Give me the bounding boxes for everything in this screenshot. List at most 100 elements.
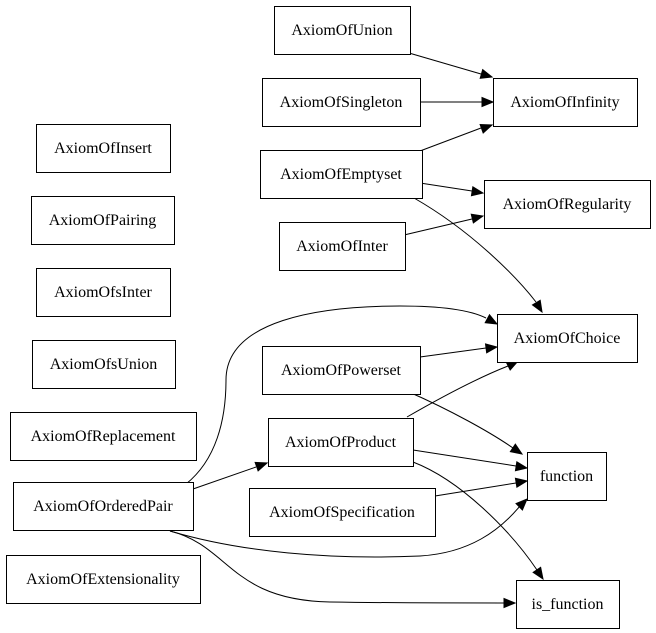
node-insert: AxiomOfInsert	[36, 124, 171, 173]
node-pairing: AxiomOfPairing	[31, 196, 175, 245]
arrowhead-icon	[479, 123, 494, 134]
edge-emptyset-to-infinity	[419, 123, 494, 152]
arrowhead-icon	[479, 68, 494, 79]
node-box	[484, 180, 651, 229]
arrowhead-icon	[470, 213, 485, 224]
arrowhead-icon	[254, 461, 269, 472]
node-label: AxiomOfSingleton	[280, 94, 403, 111]
edge-specification-to-function	[434, 477, 529, 497]
node-box	[249, 488, 436, 537]
edge-powerset-to-choice	[419, 343, 499, 358]
edge-line	[419, 127, 482, 152]
node-label: AxiomOfRegularity	[503, 196, 632, 213]
edge-line	[192, 466, 257, 490]
node-label: AxiomOfProduct	[285, 434, 397, 451]
edge-orderedpair-to-product	[192, 461, 269, 490]
node-label: AxiomOfsUnion	[50, 356, 158, 373]
edge-line	[408, 52, 482, 75]
node-box	[262, 78, 421, 127]
node-box	[274, 6, 411, 55]
node-box	[516, 580, 620, 629]
edge-union-to-infinity	[408, 52, 494, 79]
edge-emptyset-to-choice	[413, 197, 543, 314]
node-label: AxiomOfsInter	[54, 284, 152, 301]
node-box	[260, 150, 423, 199]
node-label: AxiomOfInter	[296, 238, 388, 255]
edge-line	[408, 391, 514, 449]
node-orderedpair: AxiomOfOrderedPair	[13, 482, 194, 531]
node-sunion: AxiomOfsUnion	[32, 340, 176, 389]
arrowhead-icon	[514, 461, 529, 472]
node-emptyset: AxiomOfEmptyset	[260, 150, 423, 199]
node-label: is_function	[532, 596, 604, 613]
node-regularity: AxiomOfRegularity	[484, 180, 651, 229]
arrowhead-icon	[514, 477, 529, 489]
edge-line	[406, 365, 509, 418]
edge-line	[419, 347, 487, 358]
arrowhead-icon	[484, 343, 499, 354]
node-label: AxiomOfInfinity	[510, 94, 619, 111]
node-sinter: AxiomOfsInter	[36, 268, 171, 317]
arrowhead-icon	[484, 313, 499, 325]
node-label: AxiomOfInsert	[54, 140, 152, 157]
node-label: AxiomOfExtensionality	[26, 571, 180, 588]
edge-inter-to-regularity	[403, 213, 485, 236]
edge-line	[169, 530, 505, 604]
node-box	[268, 418, 414, 467]
node-label: AxiomOfEmptyset	[280, 166, 402, 183]
node-inter: AxiomOfInter	[279, 222, 406, 271]
edge-emptyset-to-regularity	[419, 182, 485, 197]
node-box	[493, 78, 638, 127]
node-box	[32, 340, 176, 389]
node-product: AxiomOfProduct	[268, 418, 414, 467]
node-is-function: is_function	[516, 580, 620, 629]
node-replacement: AxiomOfReplacement	[10, 412, 197, 461]
graph-edges	[169, 52, 544, 609]
edge-orderedpair-to-is_function	[169, 530, 517, 609]
node-box	[6, 555, 201, 604]
node-union: AxiomOfUnion	[274, 6, 411, 55]
node-extensionality: AxiomOfExtensionality	[6, 555, 201, 604]
arrowhead-icon	[503, 597, 517, 609]
node-box	[31, 196, 175, 245]
node-box	[13, 482, 194, 531]
node-box	[497, 314, 638, 363]
node-label: function	[540, 468, 593, 485]
edge-orderedpair-to-choice	[185, 305, 499, 485]
arrowhead-icon	[532, 566, 544, 581]
node-label: AxiomOfOrderedPair	[33, 498, 173, 515]
node-box	[527, 452, 607, 501]
node-label: AxiomOfReplacement	[31, 428, 176, 445]
arrowhead-icon	[509, 443, 524, 455]
node-label: AxiomOfPairing	[49, 212, 157, 229]
node-label: AxiomOfUnion	[291, 22, 392, 39]
edge-line	[412, 461, 538, 571]
node-label: AxiomOfChoice	[514, 330, 621, 347]
edge-singleton-to-infinity	[420, 96, 495, 108]
edge-line	[169, 505, 521, 558]
node-specification: AxiomOfSpecification	[249, 488, 436, 537]
node-box	[279, 222, 406, 271]
node-choice: AxiomOfChoice	[497, 314, 638, 363]
edge-powerset-to-function	[408, 391, 524, 455]
node-powerset: AxiomOfPowerset	[262, 346, 421, 395]
edge-orderedpair-to-function	[169, 498, 528, 558]
node-infinity: AxiomOfInfinity	[493, 78, 638, 127]
edge-line	[403, 218, 473, 236]
arrowhead-icon	[531, 299, 543, 314]
arrowhead-icon	[481, 96, 495, 108]
node-label: AxiomOfPowerset	[281, 362, 402, 379]
edge-line	[185, 305, 487, 485]
edge-line	[419, 182, 473, 192]
node-function: function	[527, 452, 607, 501]
edge-line	[413, 197, 537, 303]
node-singleton: AxiomOfSingleton	[262, 78, 421, 127]
node-box	[36, 268, 171, 317]
arrowhead-icon	[470, 186, 485, 197]
edge-product-to-function	[412, 449, 529, 472]
edge-line	[434, 482, 517, 497]
node-label: AxiomOfSpecification	[269, 504, 415, 521]
edge-product-to-is_function	[412, 461, 544, 581]
